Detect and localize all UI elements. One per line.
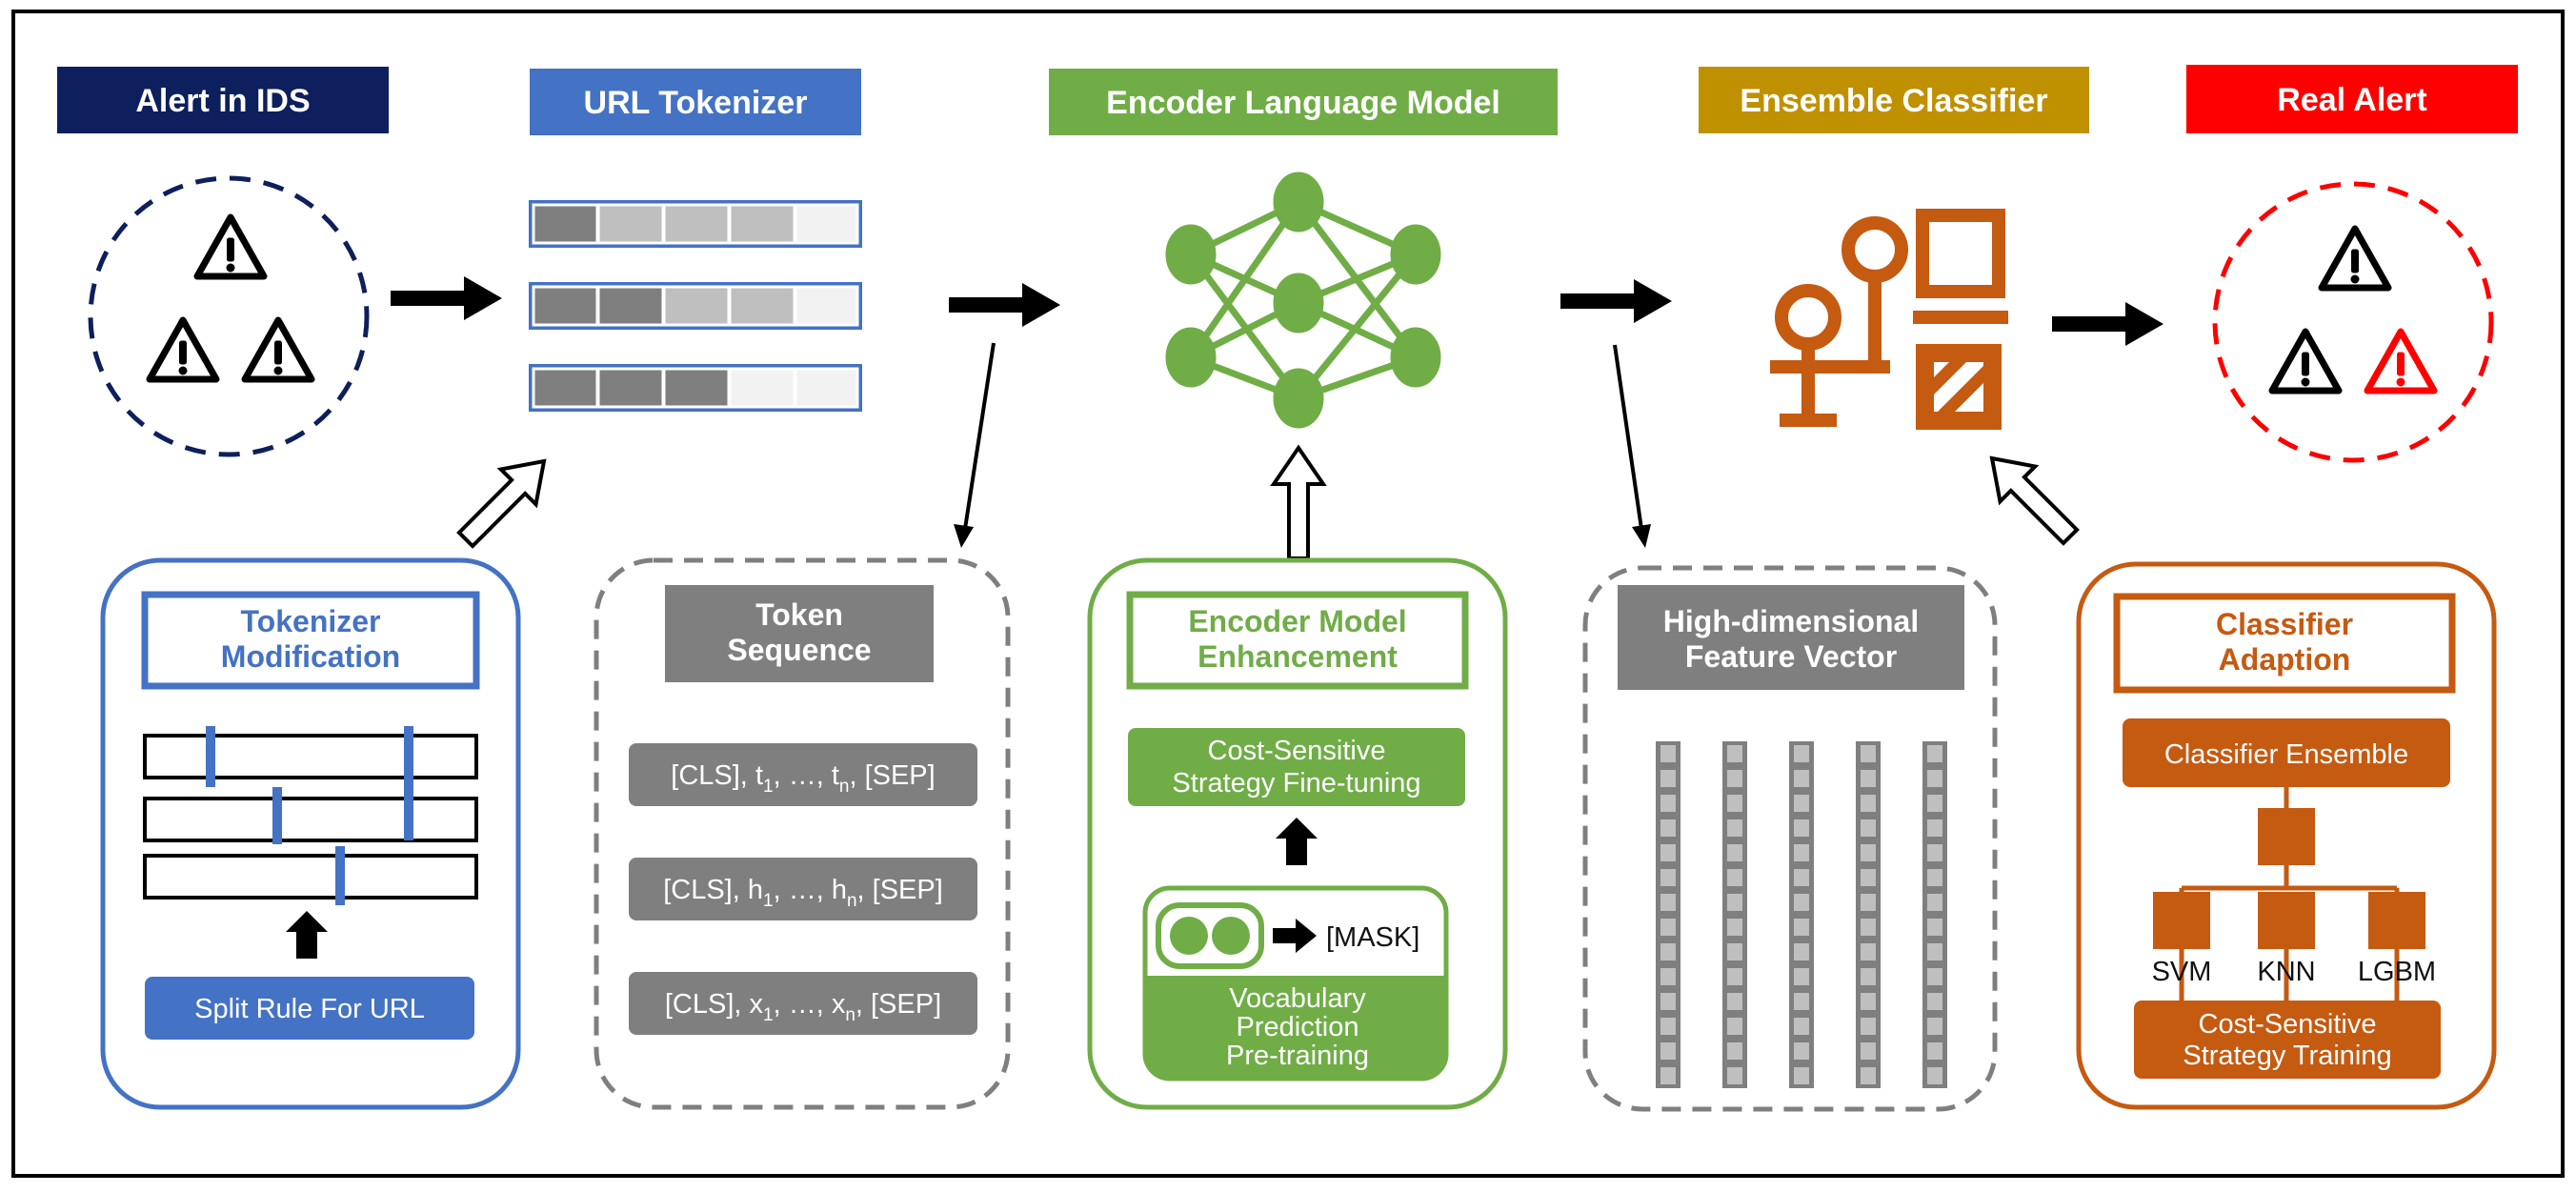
mask-label: [MASK]: [1326, 922, 1419, 953]
feature-vector-column: [1789, 741, 1814, 1088]
tokenizer-modification-box: Tokenizer Modification Split Rule For UR…: [100, 557, 521, 1110]
warning-triangle-icon: [197, 217, 264, 276]
encoder-enhancement-title-2: Enhancement: [1197, 639, 1398, 674]
warning-triangle-icon: [245, 320, 312, 379]
url-token-bars: [529, 200, 862, 412]
finetune-label-1: Cost-Sensitive: [1208, 736, 1386, 766]
hollow-arrow-up-icon: [1270, 444, 1327, 560]
header-ensemble-classifier: Ensemble Classifier: [1699, 67, 2089, 133]
token-sequence-row-text: [CLS], x1, …, xn, [SEP]: [665, 989, 941, 1025]
feature-vector-column: [1722, 741, 1747, 1088]
warning-triangle-icon: [2367, 332, 2434, 391]
arrow-to-token-sequence: [954, 342, 996, 548]
header-encoder-language-model-label: Encoder Language Model: [1106, 85, 1500, 121]
feature-vector-column: [1656, 741, 1680, 1088]
header-real-alert: Real Alert: [2186, 65, 2518, 133]
encoder-enhancement-title-1: Encoder Model: [1188, 604, 1406, 638]
neural-network-icon: [1165, 172, 1441, 429]
token-sequence-row: [629, 743, 977, 806]
up-arrow-icon: [1276, 818, 1318, 865]
pretrain-label-2: Prediction: [1237, 1012, 1359, 1042]
feature-vector-title-1: High-dimensional: [1663, 604, 1919, 638]
feature-vector-column: [1856, 741, 1881, 1088]
ids-alerts-group: [88, 175, 370, 457]
arrow-encoder-to-classifier: [1560, 279, 1672, 323]
classifier-adaption-title-1: Classifier: [2216, 607, 2353, 641]
outer-frame: [11, 10, 2565, 1178]
header-url-tokenizer: URL Tokenizer: [530, 69, 861, 135]
hollow-arrow-up-icon: [456, 458, 547, 549]
feature-vector-columns: [1656, 741, 1947, 1088]
right-arrow-icon: [1273, 919, 1317, 953]
classifier-ensemble-label: Classifier Ensemble: [2164, 739, 2408, 770]
tokenizer-modification-title-1: Tokenizer: [241, 604, 381, 638]
token-sequence-title-2: Sequence: [727, 633, 871, 667]
pretrain-label-1: Vocabulary: [1229, 983, 1366, 1014]
training-label-1: Cost-Sensitive: [2199, 1009, 2377, 1040]
classifier-ensemble-icon: [1770, 209, 2008, 430]
arrow-to-feature-vector: [1613, 344, 1651, 548]
training-label-2: Strategy Training: [2183, 1041, 2391, 1071]
warning-triangle-icon: [150, 320, 216, 379]
classifier-adaption-box: Classifier Adaption Classifier Ensemble …: [2076, 561, 2497, 1110]
classifier-adaption-title-2: Adaption: [2219, 642, 2351, 677]
feature-vector-box: High-dimensional Feature Vector: [1582, 565, 1998, 1112]
header-alert-in-ids-label: Alert in IDS: [135, 83, 310, 119]
model-label-knn: KNN: [2257, 957, 2315, 987]
arrow-classifier-to-real-alert: [2052, 302, 2163, 346]
token-sequence-row: [629, 858, 977, 920]
feature-vector-column: [1922, 741, 1947, 1088]
split-rule-label: Split Rule For URL: [194, 994, 425, 1024]
header-alert-in-ids: Alert in IDS: [57, 67, 389, 133]
tokenizer-modification-title-2: Modification: [221, 639, 400, 674]
warning-triangle-icon: [2272, 332, 2339, 391]
arrow-tokenizer-to-encoder: [949, 283, 1060, 327]
model-label-svm: SVM: [2152, 957, 2212, 987]
header-real-alert-label: Real Alert: [2277, 82, 2426, 118]
real-alerts-group: [2212, 181, 2494, 463]
finetune-label-2: Strategy Fine-tuning: [1172, 768, 1420, 799]
header-ensemble-classifier-label: Ensemble Classifier: [1740, 83, 2047, 119]
token-sequence-row: [629, 972, 977, 1035]
token-sequence-box: Token Sequence [CLS], t1, …, tn, [SEP] […: [594, 557, 1011, 1110]
warning-triangle-icon: [2322, 229, 2388, 288]
pretrain-label-3: Pre-training: [1226, 1041, 1369, 1071]
header-encoder-language-model: Encoder Language Model: [1049, 69, 1558, 135]
token-sequence-row-text: [CLS], h1, …, hn, [SEP]: [663, 875, 943, 911]
header-url-tokenizer-label: URL Tokenizer: [584, 85, 808, 121]
encoder-enhancement-box: Encoder Model Enhancement Cost-Sensitive…: [1087, 557, 1508, 1110]
token-sequence-title-1: Token: [755, 597, 843, 632]
feature-vector-title-2: Feature Vector: [1685, 639, 1897, 674]
arrow-ids-to-tokenizer: [391, 276, 502, 320]
token-sequence-row-text: [CLS], t1, …, tn, [SEP]: [671, 760, 935, 797]
model-label-lgbm: LGBM: [2358, 957, 2436, 987]
hollow-arrow-up-icon: [1989, 455, 2080, 546]
up-arrow-icon: [286, 911, 328, 959]
